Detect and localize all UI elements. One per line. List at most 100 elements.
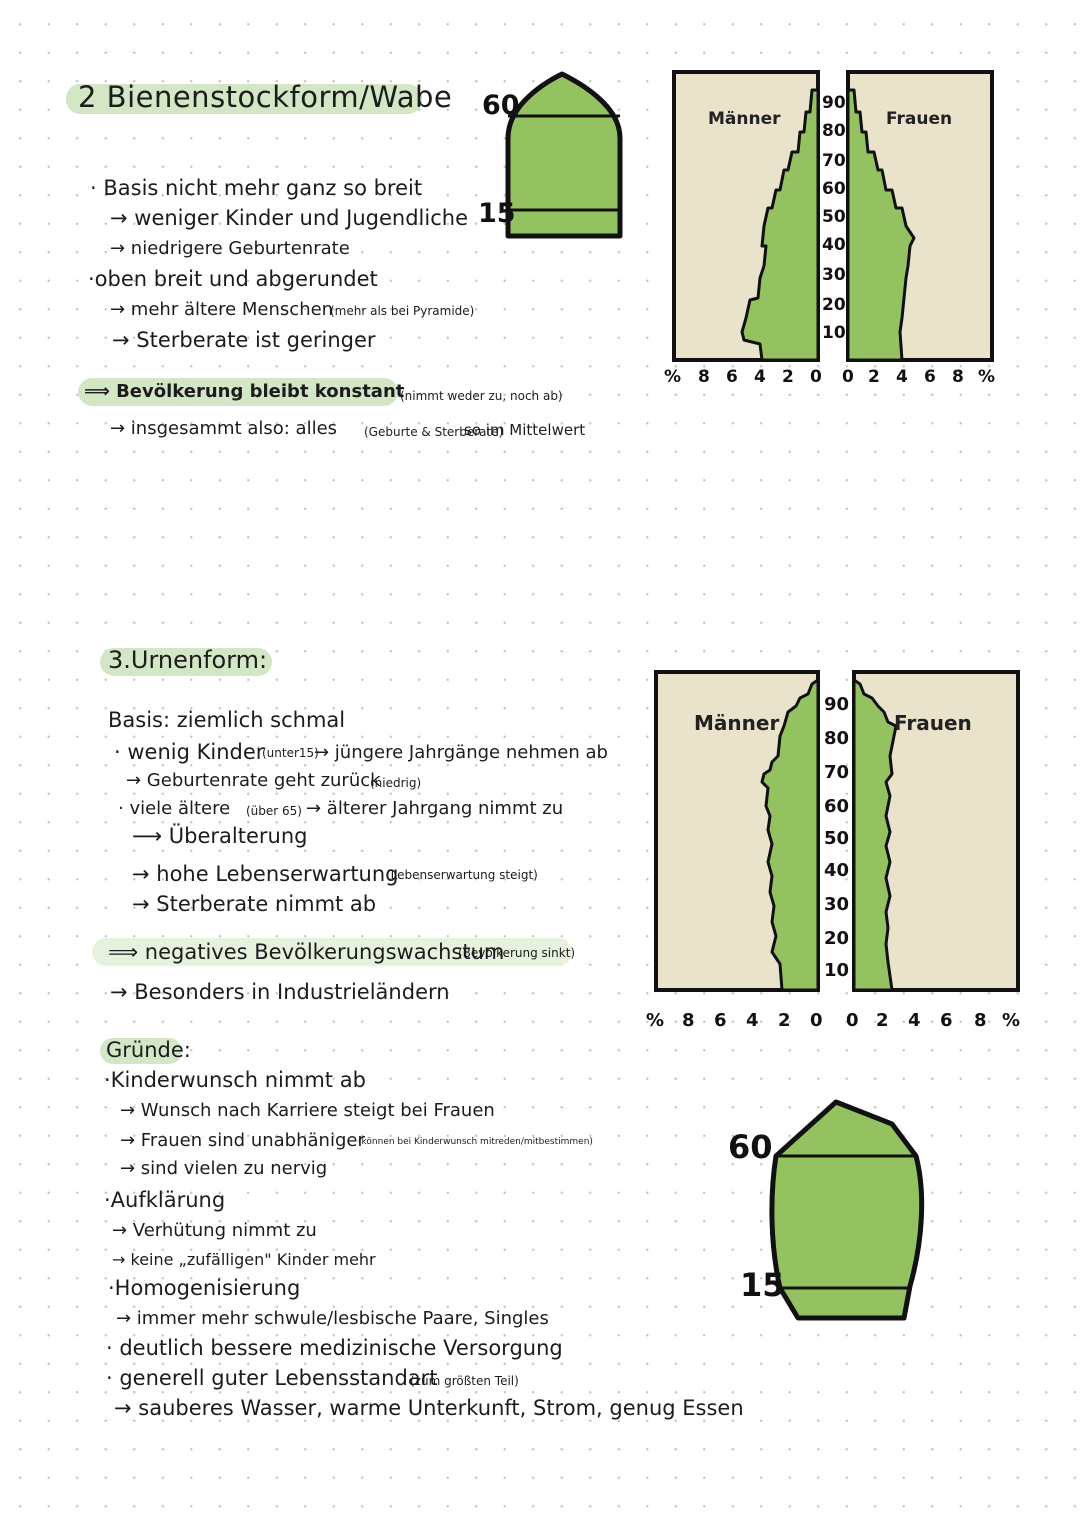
- age-label: 30: [822, 265, 846, 285]
- x-label: 6: [726, 367, 738, 387]
- men-bars: [740, 88, 820, 362]
- x-label: 4: [896, 367, 908, 387]
- age-axis: 90 80 70 60 50 40 30 20 10: [824, 694, 849, 981]
- text-line: → Sterberate nimmt ab: [132, 892, 377, 916]
- x-axis: % 8 6 4 2 0 0 2 4 6 8 %: [664, 367, 995, 387]
- text-line: · Basis nicht mehr ganz so breit: [90, 176, 423, 200]
- age-label: 60: [824, 796, 849, 817]
- x-label: 4: [908, 1010, 921, 1031]
- text-note: (können bei Kinderwunsch mitreden/mitbes…: [358, 1137, 593, 1147]
- text-line: → hohe Lebenserwartung: [132, 862, 399, 886]
- reason-subitem: → sauberes Wasser, warme Unterkunft, Str…: [114, 1396, 744, 1420]
- x-label: %: [1002, 1010, 1020, 1031]
- text-note: (niedrig): [370, 776, 422, 790]
- age-label: 80: [824, 728, 849, 749]
- age-label: 10: [822, 323, 846, 343]
- x-label: 0: [810, 1010, 823, 1031]
- age-label: 70: [824, 762, 849, 783]
- x-label: 6: [714, 1010, 727, 1031]
- section-3-conclusion: ⟹ negatives Bevölkerungswachstum: [108, 940, 505, 964]
- x-label: 8: [698, 367, 710, 387]
- label-15: 15: [740, 1266, 785, 1304]
- x-label: 2: [778, 1010, 791, 1031]
- section-2-conclusion: ⟹ Bevölkerung bleibt konstant: [84, 381, 405, 402]
- reason-subitem: → Verhütung nimmt zu: [112, 1220, 317, 1241]
- label-men: Männer: [694, 711, 779, 735]
- urnen-shape: 60 15: [728, 1099, 925, 1321]
- conclusion-highlight: [92, 938, 572, 966]
- text-line: · viele ältere: [118, 798, 231, 819]
- x-label: 4: [746, 1010, 759, 1031]
- women-bars: [852, 678, 898, 992]
- age-label: 50: [822, 207, 846, 227]
- reason-item: · deutlich bessere medizinische Versorgu…: [106, 1336, 563, 1360]
- men-bars: [760, 678, 820, 992]
- text-note: (mehr als bei Pyramide): [330, 304, 475, 318]
- age-label: 30: [824, 894, 849, 915]
- reason-item: ·Aufklärung: [104, 1188, 226, 1212]
- text-line: → weniger Kinder und Jugendliche: [110, 206, 469, 230]
- age-label: 20: [824, 928, 849, 949]
- urnen-pyramid-chart: Männer Frauen 90 80 70 60 50 40 30 20 10…: [646, 670, 1020, 1031]
- text-line: → jüngere Jahrgänge nehmen ab: [314, 742, 608, 763]
- text-line: ·oben breit und abgerundet: [88, 267, 378, 291]
- reason-item: · generell guter Lebensstandart: [106, 1366, 438, 1390]
- x-label: %: [978, 367, 995, 387]
- reason-item: ·Kinderwunsch nimmt ab: [104, 1068, 366, 1092]
- reason-item: ·Homogenisierung: [108, 1276, 301, 1300]
- reason-subitem: → Frauen sind unabhäniger: [120, 1130, 365, 1151]
- x-label: 2: [876, 1010, 889, 1031]
- x-label: 0: [846, 1010, 859, 1031]
- women-bars: [846, 88, 916, 362]
- text-line: → niedrigere Geburtenrate: [110, 238, 350, 259]
- x-label: 4: [754, 367, 766, 387]
- text-line: Basis: ziemlich schmal: [108, 708, 346, 732]
- x-label: 6: [940, 1010, 953, 1031]
- text-line: → Besonders in Industrieländern: [110, 980, 450, 1004]
- x-label: 8: [974, 1010, 987, 1031]
- age-axis: 90 80 70 60 50 40 30 20 10: [822, 93, 846, 343]
- reason-subitem: → keine „zufälligen" Kinder mehr: [112, 1250, 376, 1269]
- bienenstock-pyramid-chart: Männer Frauen 90 80 70 60 50 40 30 20 10…: [664, 70, 995, 387]
- text-note: (Bevölkerung sinkt): [458, 946, 576, 960]
- age-label: 40: [822, 235, 846, 255]
- reason-subitem: → Wunsch nach Karriere steigt bei Frauen: [120, 1100, 495, 1121]
- summary-prefix: → insgesammt also: alles: [110, 418, 338, 439]
- shape-body: [505, 71, 623, 239]
- age-label: 50: [824, 828, 849, 849]
- label-women: Frauen: [886, 109, 952, 129]
- conclusion-highlight: [78, 378, 398, 406]
- reasons-highlight: [100, 1038, 182, 1064]
- reason-subitem: → sind vielen zu nervig: [120, 1158, 328, 1179]
- section-2-heading: 2 Bienenstockform/Wabe: [78, 80, 453, 114]
- summary-suffix: so im Mittelwert: [464, 421, 586, 439]
- x-label: %: [664, 367, 681, 387]
- text-line: → mehr ältere Menschen: [110, 299, 334, 320]
- reasons-heading: Gründe:: [106, 1038, 191, 1062]
- text-note: (zum größten Teil): [410, 1374, 519, 1388]
- x-label: 6: [924, 367, 936, 387]
- age-label: 10: [824, 960, 849, 981]
- text-line: · wenig Kinder: [114, 740, 265, 764]
- x-label: %: [646, 1010, 664, 1031]
- shape-body: [769, 1099, 925, 1321]
- age-label: 90: [824, 694, 849, 715]
- age-label: 40: [824, 860, 849, 881]
- age-label: 90: [822, 93, 846, 113]
- x-label: 2: [868, 367, 880, 387]
- label-men: Männer: [708, 109, 781, 129]
- x-label: 0: [842, 367, 854, 387]
- text-line: → Sterberate ist geringer: [112, 328, 376, 352]
- x-label: 2: [782, 367, 794, 387]
- x-label: 0: [810, 367, 822, 387]
- x-axis: % 8 6 4 2 0 0 2 4 6 8 %: [646, 1010, 1020, 1031]
- label-60: 60: [728, 1128, 773, 1166]
- age-label: 20: [822, 295, 846, 315]
- text-note: (Lebenserwartung steigt): [386, 868, 538, 882]
- label-60: 60: [482, 90, 520, 121]
- text-note: (Geburte & Sterberate): [364, 425, 504, 439]
- x-label: 8: [952, 367, 964, 387]
- x-label: 8: [682, 1010, 695, 1031]
- label-women: Frauen: [894, 711, 972, 735]
- text-note: (nimmt weder zu, noch ab): [400, 389, 563, 403]
